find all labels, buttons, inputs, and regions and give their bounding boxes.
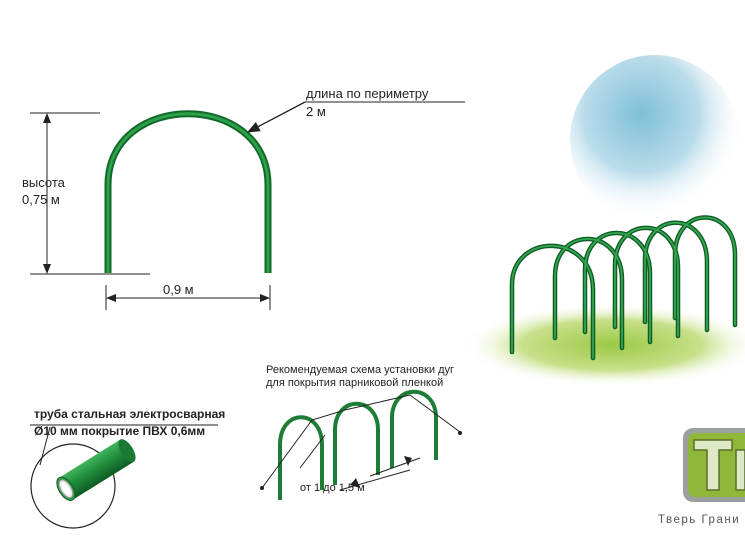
greenhouse-illustration bbox=[462, 55, 745, 387]
grass-patch bbox=[462, 303, 745, 387]
height-value: 0,75 м bbox=[22, 192, 60, 207]
width-value: 0,9 м bbox=[163, 282, 194, 297]
pipe-label-line2: Ø10 мм покрытие ПВХ 0,6мм bbox=[34, 424, 206, 438]
height-label: высота bbox=[22, 175, 65, 190]
pipe-illustration bbox=[30, 424, 218, 529]
installation-scheme bbox=[260, 389, 462, 500]
arc-dimension-diagram bbox=[30, 101, 465, 310]
perimeter-leader-arrow bbox=[246, 101, 306, 133]
sky-circle bbox=[570, 55, 740, 225]
scheme-title-line2: для покрытия парниковой пленкой bbox=[266, 377, 444, 389]
brand-text: Тверь Грани bbox=[658, 514, 741, 526]
brand-logo bbox=[683, 428, 745, 502]
pipe-section bbox=[56, 439, 136, 501]
scheme-title-line1: Рекомендуемая схема установки дуг bbox=[266, 364, 455, 376]
spacing-label: от 1 до 1,5 м bbox=[300, 482, 365, 494]
perimeter-label: длина по периметру bbox=[306, 86, 429, 101]
perimeter-value: 2 м bbox=[306, 104, 326, 119]
arc-profile bbox=[104, 110, 272, 273]
arc-row bbox=[509, 215, 738, 361]
pipe-label-line1: труба стальная электросварная bbox=[34, 407, 226, 421]
pipe-magnifier-circle bbox=[30, 443, 116, 529]
